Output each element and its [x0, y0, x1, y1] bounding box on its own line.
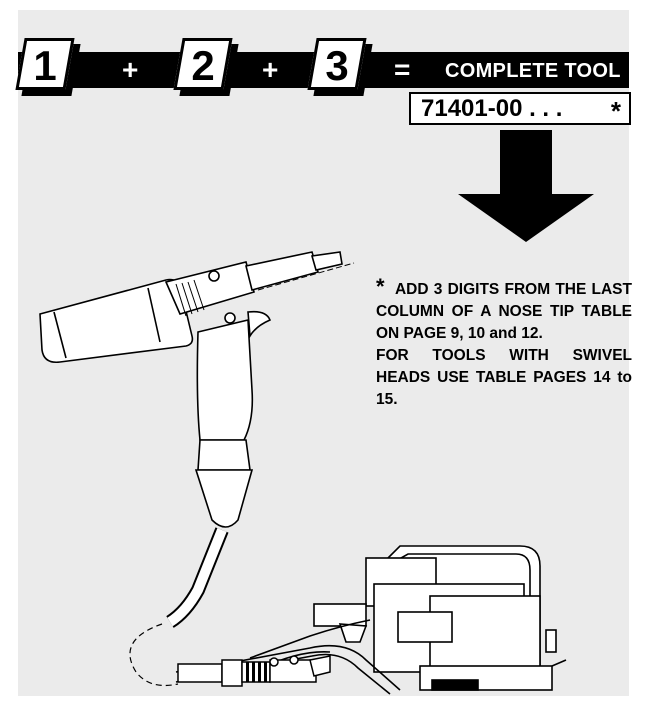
unit-hoses [175, 619, 401, 695]
part-number: 71401-00 . . . [421, 95, 563, 122]
footnote-asterisk: * [376, 274, 385, 299]
number-box-2: 2 [173, 38, 239, 96]
hydraulic-power-unit [313, 545, 567, 691]
complete-tool-label: COMPLETE TOOL [445, 60, 621, 82]
plus-sign-2: + [262, 54, 279, 85]
hose-fitting [177, 655, 331, 687]
footnote-line-2: FOR TOOLS WITH SWIVEL HEADS USE TABLE PA… [376, 347, 632, 408]
number-2: 2 [191, 42, 215, 89]
number-box-3: 3 [307, 38, 373, 96]
hose-connection-dashed [129, 623, 179, 687]
equals-sign: = [394, 54, 411, 85]
part-number-box: 71401-00 . . . * [409, 92, 631, 126]
number-3: 3 [325, 42, 349, 89]
number-box-1: 1 [15, 38, 81, 96]
part-number-asterisk: * [610, 96, 621, 126]
rivet-gun-tool [39, 251, 355, 528]
down-arrow-icon [458, 130, 594, 242]
footnote: * ADD 3 DIGITS FROM THE LAST COLUMN OF A… [376, 276, 632, 411]
plus-sign-1: + [122, 54, 139, 85]
footnote-line-1: ADD 3 DIGITS FROM THE LAST COLUMN OF A N… [376, 281, 632, 342]
number-1: 1 [33, 42, 57, 89]
